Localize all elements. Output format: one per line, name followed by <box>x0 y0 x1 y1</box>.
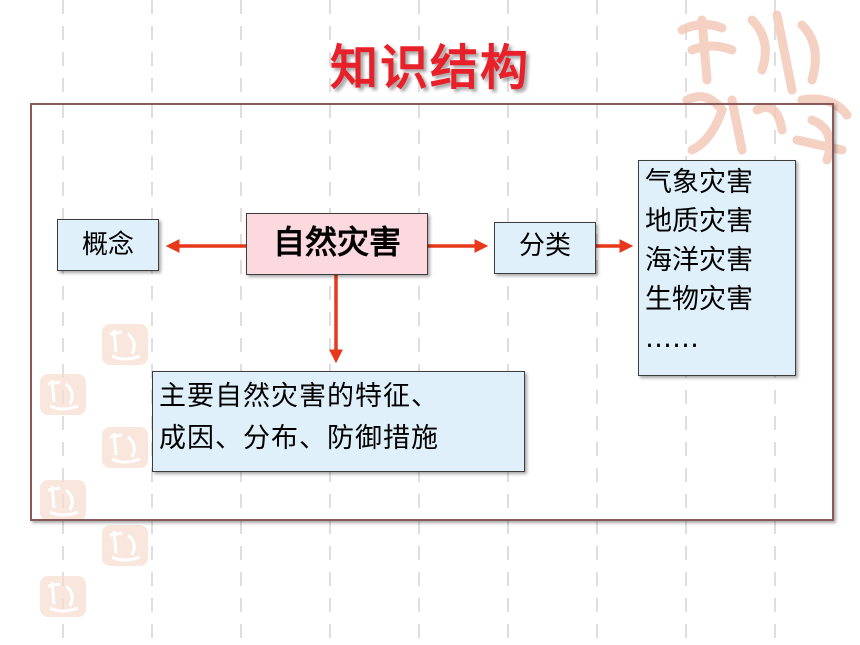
decorative-seal-3 <box>102 427 148 468</box>
decorative-seal-4 <box>40 480 86 521</box>
decorative-seal-5 <box>102 525 148 566</box>
page-title: 知识结构 <box>329 40 530 96</box>
features-node: 主要自然灾害的特征、 成因、分布、防御措施 <box>152 371 525 472</box>
category-item: 海洋灾害 <box>645 245 753 276</box>
classification-node: 分类 <box>494 222 596 274</box>
decorative-seal-6 <box>40 576 86 617</box>
natural-disaster-node: 自然灾害 <box>246 213 428 275</box>
features-line: 主要自然灾害的特征、 <box>159 381 439 412</box>
categories-node: 气象灾害 地质灾害 海洋灾害 生物灾害 …… <box>638 160 796 376</box>
category-item: 生物灾害 <box>645 284 753 315</box>
concept-node: 概念 <box>57 219 159 271</box>
decorative-seal-large <box>677 10 852 165</box>
decorative-seal-2 <box>40 374 86 415</box>
decorative-seal-1 <box>102 324 148 365</box>
features-line: 成因、分布、防御措施 <box>159 423 439 454</box>
diagram-frame <box>30 103 834 521</box>
category-item: …… <box>645 323 699 354</box>
category-item: 地质灾害 <box>645 206 753 237</box>
category-item: 气象灾害 <box>645 167 753 198</box>
